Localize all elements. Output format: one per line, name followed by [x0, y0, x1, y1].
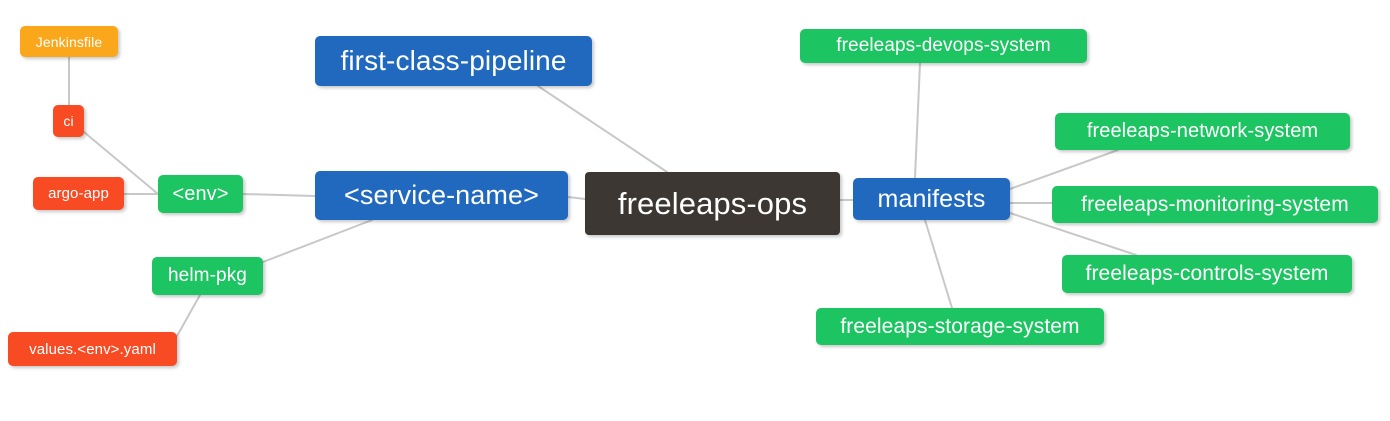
edge-values-yaml-to-helm-pkg: [176, 294, 201, 337]
edge-env-to-service-name: [242, 193, 316, 197]
mindmap-node-env[interactable]: <env>: [158, 175, 243, 213]
mindmap-node-controls-system[interactable]: freeleaps-controls-system: [1062, 255, 1352, 293]
mindmap-node-devops-system[interactable]: freeleaps-devops-system: [800, 29, 1087, 63]
mindmap-node-first-class-pipeline[interactable]: first-class-pipeline: [315, 36, 592, 86]
mindmap-node-manifests[interactable]: manifests: [853, 178, 1010, 220]
mindmap-node-values-yaml[interactable]: values.<env>.yaml: [8, 332, 177, 366]
node-label: values.<env>.yaml: [29, 340, 156, 358]
node-label: freeleaps-storage-system: [840, 314, 1080, 338]
node-label: <env>: [172, 182, 229, 205]
edge-first-class-pipeline-to-freeleaps-ops: [537, 85, 668, 173]
edge-manifests-to-devops-system: [914, 62, 921, 179]
edge-manifests-to-network-system: [1009, 149, 1119, 190]
mindmap-node-argo-app[interactable]: argo-app: [33, 177, 124, 210]
node-label: freeleaps-controls-system: [1085, 262, 1329, 285]
mindmap-node-ci[interactable]: ci: [53, 105, 84, 137]
node-label: freeleaps-network-system: [1086, 120, 1319, 142]
node-label: helm-pkg: [168, 265, 247, 286]
mindmap-node-storage-system[interactable]: freeleaps-storage-system: [816, 308, 1104, 345]
node-label: ci: [63, 113, 74, 129]
mindmap-node-freeleaps-ops[interactable]: freeleaps-ops: [585, 172, 840, 235]
mindmap-node-monitoring-system[interactable]: freeleaps-monitoring-system: [1052, 186, 1378, 223]
node-label: manifests: [877, 184, 986, 213]
mindmap-node-network-system[interactable]: freeleaps-network-system: [1055, 113, 1350, 150]
node-label: argo-app: [48, 185, 109, 202]
node-label: freeleaps-ops: [617, 185, 808, 221]
edge-manifests-to-storage-system: [924, 219, 953, 309]
edge-helm-pkg-to-service-name: [262, 219, 373, 263]
node-label: freeleaps-devops-system: [836, 35, 1051, 56]
mindmap-node-jenkinsfile[interactable]: Jenkinsfile: [20, 26, 118, 57]
node-label: <service-name>: [344, 180, 539, 210]
node-label: freeleaps-monitoring-system: [1081, 192, 1349, 216]
node-label: Jenkinsfile: [35, 33, 103, 50]
mindmap-node-helm-pkg[interactable]: helm-pkg: [152, 257, 263, 295]
node-label: first-class-pipeline: [340, 45, 567, 76]
mindmap-node-service-name[interactable]: <service-name>: [315, 171, 568, 220]
edge-service-name-to-freeleaps-ops: [567, 196, 586, 200]
